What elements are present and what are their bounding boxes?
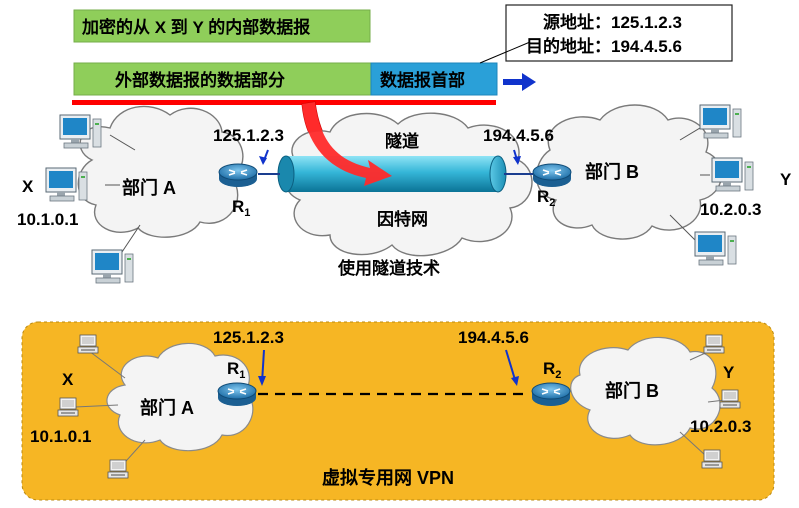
vpn-host-x-label: X [62, 370, 74, 389]
tunnel-pipe [277, 155, 507, 193]
vpn-link-x [74, 404, 119, 408]
red-line [72, 100, 496, 105]
destination-address-label: 目的地址：194.4.5.6 [526, 36, 682, 56]
vpn-pc-dept-b-1 [703, 334, 725, 354]
cloud-vpn-dept-a [106, 342, 254, 452]
address-pointer-line [479, 41, 531, 64]
host-y-label: Y [780, 170, 792, 189]
dept-a-label: 部门 A [122, 177, 176, 198]
vpn-dept-a-label: 部门 A [140, 397, 194, 418]
vpn-router-r2 [531, 382, 571, 407]
host-x-label: X [22, 177, 34, 196]
host-x-ip: 10.1.0.1 [17, 210, 78, 229]
router-r2-top [532, 163, 572, 188]
vpn-right-ip: 194.4.5.6 [458, 328, 529, 347]
router-r1-label: R1 [232, 197, 250, 219]
pc-dept-a-3 [91, 249, 134, 284]
internet-label: 因特网 [377, 209, 428, 229]
vpn-dept-b-label: 部门 B [605, 380, 659, 401]
vpn-link-b3 [679, 431, 706, 456]
red-arrow-overlay [302, 102, 392, 186]
inner-datagram-label: 加密的从 X 到 Y 的内部数据报 [81, 17, 310, 37]
forward-arrow [503, 73, 536, 91]
vpn-pc-dept-a-1 [77, 334, 99, 354]
pc-dept-b-3 [694, 231, 737, 266]
vpn-pc-dept-b-3 [701, 449, 723, 469]
router-r2-label: R2 [537, 187, 555, 209]
cloud-vpn-dept-b [570, 336, 721, 446]
vpn-pc-dept-a-3 [107, 459, 129, 479]
vpn-host-x-ip: 10.1.0.1 [30, 427, 91, 446]
outer-header-box [370, 62, 498, 96]
vpn-pc-host-y [719, 389, 741, 409]
pc-dept-b-1 [699, 104, 742, 139]
vpn-caption: 虚拟专用网 VPN [322, 467, 454, 488]
source-address-label: 源地址：125.1.2.3 [543, 12, 682, 32]
host-y-ip: 10.2.0.3 [700, 200, 761, 219]
cloud-dept-b [535, 104, 723, 240]
tunnel-label: 隧道 [385, 131, 419, 151]
vpn-router-r1-label: R1 [227, 359, 245, 381]
pc-dept-a-1 [59, 114, 102, 149]
link-pc-a1 [109, 134, 136, 151]
router-r1-top [218, 163, 258, 188]
pc-host-y [711, 157, 754, 192]
tunnel-left-ip: 125.1.2.3 [213, 126, 284, 145]
vpn-host-y-label: Y [723, 363, 735, 382]
vpn-router-r1 [217, 382, 257, 407]
address-box [505, 4, 733, 62]
link-pc-b3 [669, 214, 696, 241]
vpn-router-r2-label: R2 [543, 359, 561, 381]
outer-data-box [73, 62, 372, 96]
vpn-host-y-ip: 10.2.0.3 [690, 417, 751, 436]
vpn-pc-host-x [57, 397, 79, 417]
outer-header-label: 数据报首部 [380, 70, 465, 90]
dept-b-label: 部门 B [585, 161, 639, 182]
inner-datagram-box [73, 9, 371, 43]
tunnel-caption: 使用隧道技术 [337, 258, 440, 278]
outer-data-label: 外部数据报的数据部分 [115, 70, 285, 90]
tunnel-right-ip: 194.4.5.6 [483, 126, 554, 145]
pointer-left-ip-head [259, 156, 267, 165]
vpn-pointer-right-head [511, 376, 519, 386]
pc-host-x [45, 167, 88, 202]
vpn-pointer-left-head [258, 376, 266, 386]
link-pc-a3 [119, 224, 141, 256]
pointer-right-ip-head [513, 156, 521, 165]
vpn-left-ip: 125.1.2.3 [213, 328, 284, 347]
